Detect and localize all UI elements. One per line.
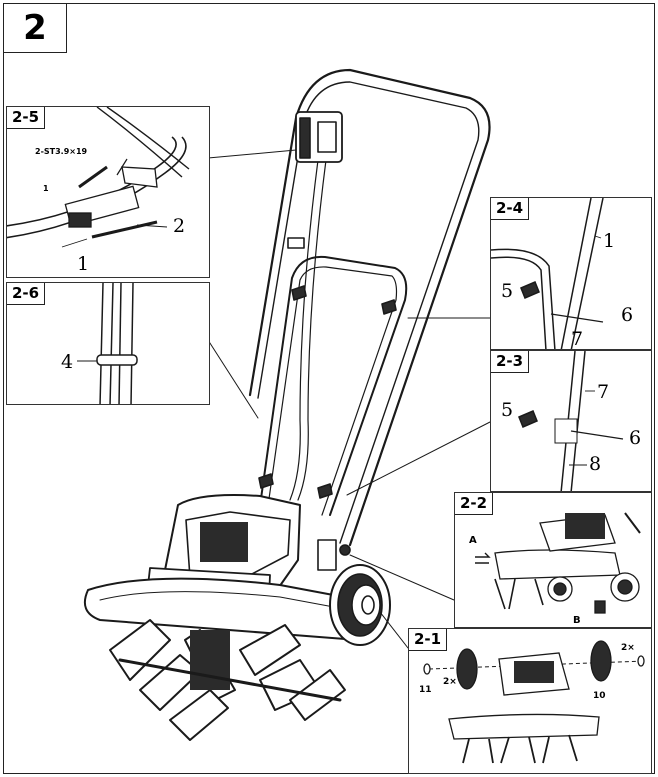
switch-mount-drawing (7, 107, 190, 248)
lower-handle-joint-drawing (518, 351, 624, 491)
detail-panel-2-4: 2-4 1 5 6 7 (490, 197, 652, 350)
panel-label-2-3: 2-3 (491, 351, 530, 373)
panel-label-2-4: 2-4 (491, 198, 530, 220)
callout-2x-right: 2× (621, 643, 635, 653)
upper-handle-joint-drawing (491, 198, 604, 349)
detail-panel-2-1: 2-1 11 2× 2× 10 (408, 628, 652, 774)
panel-label-2-6: 2-6 (7, 283, 46, 305)
diagram-frame (3, 3, 655, 774)
wheel-assembly-drawing (423, 640, 646, 764)
position-label-a: A (469, 535, 477, 546)
callout-4: 4 (61, 351, 74, 373)
callout-7: 7 (597, 381, 610, 403)
callout-11: 11 (419, 685, 432, 695)
callout-1: 1 (603, 230, 616, 252)
callout-6: 6 (621, 304, 634, 326)
wheel-position-drawing (475, 512, 641, 614)
panel-label-2-2: 2-2 (455, 493, 494, 515)
position-label-b: B (573, 615, 581, 626)
callout-8: 8 (589, 453, 602, 475)
detail-panel-2-2: 2-2 A B (454, 492, 652, 628)
callout-7: 7 (571, 328, 584, 350)
callout-5: 5 (501, 399, 514, 421)
callout-1: 1 (77, 253, 90, 275)
cable-clip-drawing (77, 283, 138, 404)
panel-label-2-1: 2-1 (409, 629, 448, 651)
callout-1-small: 1 (43, 184, 49, 193)
detail-panel-2-6: 2-6 4 (6, 282, 210, 405)
callout-6: 6 (629, 427, 642, 449)
callout-2: 2 (173, 215, 186, 237)
detail-panel-2-5: 2-5 2-ST3.9×19 1 2 1 (6, 106, 210, 278)
panel-label-2-5: 2-5 (7, 107, 46, 129)
screw-spec-label: 2-ST3.9×19 (35, 147, 88, 156)
callout-10: 10 (593, 691, 606, 701)
callout-2x-left: 2× (443, 677, 457, 687)
detail-panel-2-3: 2-3 5 7 6 8 (490, 350, 652, 492)
callout-5: 5 (501, 280, 514, 302)
figure-number: 2 (3, 3, 67, 53)
